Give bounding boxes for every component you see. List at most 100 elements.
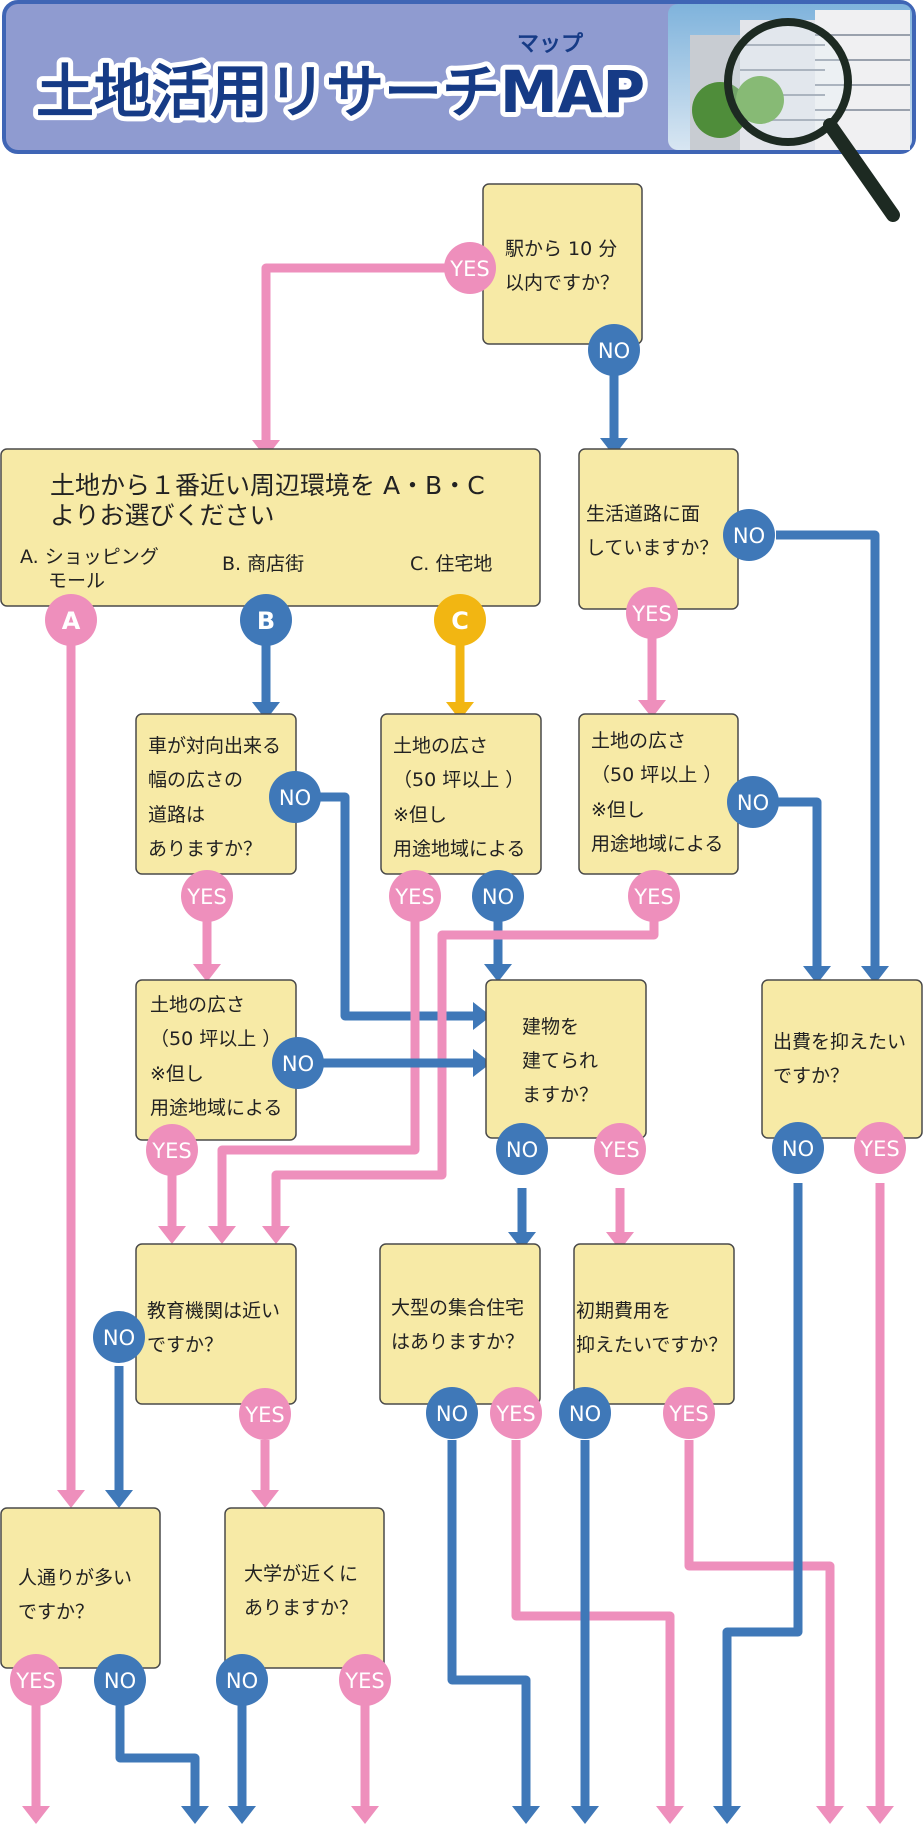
arrowhead: [252, 702, 280, 720]
arrowhead: [713, 1806, 741, 1824]
question-environment-line1: 土地から１番近い周辺環境を A・B・C: [50, 471, 485, 500]
badge-building-no: NO: [506, 1138, 538, 1162]
badge-building-yes: YES: [599, 1138, 639, 1162]
question-station-line2: 以内ですか？: [505, 272, 619, 294]
badge-area-right-yes: YES: [633, 885, 673, 909]
badge-university-no: NO: [226, 1669, 258, 1693]
question-area-b: 土地の広さ （50 坪以上 ） ※但し 用途地域による: [135, 979, 297, 1141]
arrowhead: [193, 964, 221, 982]
option-c: C. 住宅地: [410, 553, 492, 575]
question-building-line2: 建てられ: [522, 1050, 598, 1072]
badge-reduce-cost-no: NO: [782, 1137, 814, 1161]
connector-roadwidth-no: [318, 792, 473, 1021]
arrowhead: [251, 1490, 279, 1508]
magnifier-icon: [724, 18, 900, 222]
question-living-road: 生活道路に面 していますか？: [578, 448, 739, 610]
connector-arearight-yes: [271, 919, 659, 1226]
badge-education-no: NO: [103, 1326, 135, 1350]
question-area-c-line2: （50 坪以上 ）: [393, 769, 524, 791]
badge-living-road-no: NO: [733, 524, 765, 548]
badge-reduce-cost-yes: YES: [859, 1137, 899, 1161]
question-station: 駅から 10 分 以内ですか？: [482, 183, 643, 345]
question-reduce-cost-line2: ですか？: [773, 1065, 849, 1087]
badge-apartment-yes: YES: [495, 1402, 535, 1426]
question-university-line2: ありますか？: [244, 1597, 358, 1619]
arrowhead: [600, 438, 628, 456]
question-area-b-line2: （50 坪以上 ）: [150, 1028, 281, 1050]
badge-option-a: A: [62, 607, 81, 635]
arrowhead: [473, 1049, 491, 1077]
question-reduce-cost-line1: 出費を抑えたい: [773, 1031, 906, 1053]
arrowhead: [22, 1806, 50, 1824]
question-education: 教育機関は近い ですか？: [135, 1243, 297, 1405]
question-area-c-line3: ※但し: [393, 804, 447, 826]
arrowhead: [606, 1232, 634, 1250]
arrowhead: [816, 1806, 844, 1824]
badge-road-width-yes: YES: [186, 885, 226, 909]
question-area-b-line3: ※但し: [150, 1063, 204, 1085]
question-area-right-line3: ※但し: [591, 799, 645, 821]
badge-initial-cost-yes: YES: [668, 1402, 708, 1426]
arrowheads: [22, 438, 894, 1824]
question-area-b-line4: 用途地域による: [150, 1097, 282, 1119]
connector-station-yes: [261, 263, 445, 440]
question-road-width: 車が対向出来る 幅の広さの 道路は ありますか？: [135, 713, 297, 875]
question-environment: 土地から１番近い周辺環境を A・B・C よりお選びください A. ショッピング …: [0, 448, 541, 607]
header-banner: 土地活用リサーチMAP 土地活用リサーチMAP マップ: [2, 0, 916, 222]
badge-area-b-yes: YES: [151, 1139, 191, 1163]
question-apartment-line1: 大型の集合住宅: [391, 1297, 524, 1319]
badge-apartment-no: NO: [436, 1402, 468, 1426]
question-road-width-line4: ありますか？: [148, 838, 262, 860]
question-area-right: 土地の広さ （50 坪以上 ） ※但し 用途地域による: [578, 713, 739, 875]
badge-area-c-no: NO: [482, 885, 514, 909]
question-reduce-cost: 出費を抑えたい ですか？: [761, 979, 923, 1139]
badge-education-yes: YES: [244, 1403, 284, 1427]
question-apartment: 大型の集合住宅 はありますか？: [379, 1243, 541, 1405]
arrowhead: [158, 1226, 186, 1244]
question-living-road-line2: していますか？: [586, 537, 718, 559]
badge-foot-traffic-no: NO: [104, 1669, 136, 1693]
question-building: 建物を 建てられ ますか？: [485, 979, 647, 1139]
question-initial-cost-line2: 抑えたいですか？: [576, 1334, 727, 1356]
question-initial-cost-line1: 初期費用を: [576, 1300, 671, 1322]
question-apartment-line2: はありますか？: [391, 1331, 524, 1353]
title-ruby: マップ: [517, 32, 584, 57]
question-boxes: 駅から 10 分 以内ですか？ 土地から１番近い周辺環境を A・B・C よりお選…: [0, 183, 923, 1669]
badge-foot-traffic-yes: YES: [15, 1669, 55, 1693]
question-area-c-line4: 用途地域による: [393, 838, 525, 860]
header-building-photo: [668, 4, 912, 150]
question-university: 大学が近くに ありますか？: [224, 1507, 385, 1669]
connector-areac-yes: [217, 919, 420, 1226]
question-road-width-line2: 幅の広さの: [148, 769, 243, 791]
badge-station-yes: YES: [449, 257, 489, 281]
option-b: B. 商店街: [222, 553, 304, 575]
connector-foottraffic-no: [115, 1705, 200, 1810]
page-title: 土地活用リサーチMAP: [36, 58, 645, 126]
connector-apartment-yes: [511, 1440, 675, 1810]
arrowhead: [208, 1226, 236, 1244]
arrowhead: [484, 964, 512, 982]
arrowhead: [571, 1806, 599, 1824]
arrowhead: [508, 1232, 536, 1250]
question-building-line1: 建物を: [522, 1016, 579, 1038]
arrowhead: [181, 1806, 209, 1824]
arrowhead: [446, 702, 474, 720]
badge-university-yes: YES: [344, 1669, 384, 1693]
option-a-line1: A. ショッピング: [20, 546, 159, 568]
badge-living-road-yes: YES: [631, 602, 671, 626]
question-university-line1: 大学が近くに: [244, 1563, 358, 1585]
question-road-width-line3: 道路は: [148, 804, 205, 826]
question-area-c-line1: 土地の広さ: [393, 735, 488, 757]
arrowhead: [473, 1002, 491, 1030]
question-area-right-line1: 土地の広さ: [591, 730, 686, 752]
question-road-width-line1: 車が対向出来る: [148, 735, 281, 757]
arrowhead: [262, 1226, 290, 1244]
question-education-line1: 教育機関は近い: [147, 1300, 280, 1322]
arrowhead: [638, 700, 666, 718]
badge-initial-cost-no: NO: [569, 1402, 601, 1426]
arrowhead: [228, 1806, 256, 1824]
question-foot-traffic: 人通りが多い ですか？: [0, 1507, 161, 1669]
question-area-b-line1: 土地の広さ: [150, 994, 245, 1016]
badge-area-c-yes: YES: [394, 885, 434, 909]
question-area-c: 土地の広さ （50 坪以上 ） ※但し 用途地域による: [380, 713, 542, 875]
